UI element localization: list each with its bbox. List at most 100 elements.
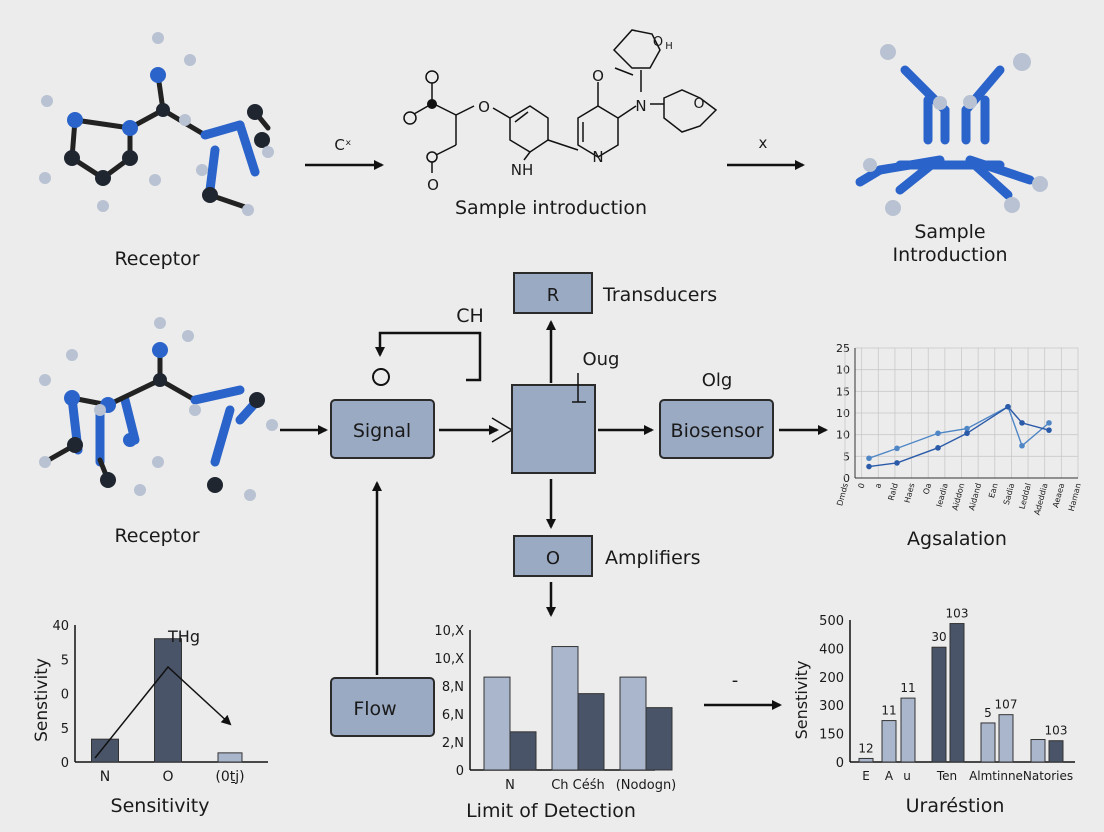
bar	[998, 714, 1014, 763]
bar-data-label: 5	[984, 706, 992, 720]
limit-of-detection-xlabel: Limit of Detection	[466, 800, 636, 822]
y-tick-label: 15	[836, 385, 850, 398]
bar-data-label: 107	[995, 698, 1018, 712]
dash-label: -	[732, 670, 739, 691]
bar	[645, 707, 673, 771]
x-tick-label: O	[162, 769, 173, 785]
bar	[577, 693, 605, 771]
bar-data-label: 11	[900, 681, 915, 695]
atom-n-ring: N	[592, 148, 603, 166]
receptor-molecule-middle	[39, 317, 278, 501]
x-tick-label: Natories	[1023, 769, 1073, 783]
trend-arrow	[94, 665, 232, 759]
y-tick-label: 400	[819, 642, 844, 657]
bar	[949, 623, 965, 763]
y-tick-label: 0	[61, 756, 69, 771]
biosensor-box-label: Biosensor	[671, 420, 764, 442]
y-tick-label: 25	[836, 342, 850, 355]
uraretion-ylabel: Senstivity	[792, 661, 811, 740]
receptor-label-middle: Receptor	[114, 525, 199, 547]
x-tick-label: N	[505, 778, 515, 793]
y-tick-label: 300	[819, 699, 844, 714]
y-tick-label: 5	[61, 722, 69, 737]
atom-o-left: O	[478, 98, 490, 116]
bar-data-label: 30	[931, 630, 946, 644]
signal-box	[330, 399, 435, 459]
bar	[619, 676, 647, 771]
transducers-label: Transducers	[602, 284, 717, 306]
flow-box-label: Flow	[353, 698, 396, 720]
atom-o-bottom: O	[427, 176, 439, 194]
x-tick-label: Aidand	[967, 482, 983, 511]
y-tick-label: 0	[456, 764, 464, 779]
sample-introduction-label: Sample introduction	[455, 197, 647, 219]
bar	[931, 646, 947, 763]
atom-n-mid: N	[635, 97, 646, 115]
biosensor-box	[659, 399, 774, 459]
uraretion-xlabel: Uraréstion	[906, 795, 1005, 817]
x-tick-label: Sadia	[1002, 482, 1016, 506]
arrow-label-x: x	[759, 134, 768, 152]
atom-nh: NH	[511, 161, 534, 179]
x-tick-label: Haes	[903, 482, 917, 504]
data-point	[1046, 420, 1052, 426]
bar	[980, 722, 996, 763]
receptor-molecule-top	[39, 32, 274, 216]
flow-box	[330, 677, 435, 737]
data-point	[1019, 420, 1025, 426]
y-tick-label: 5	[61, 653, 69, 668]
x-tick-label: Leddal	[1017, 482, 1033, 510]
x-tick-label: Aiddon	[951, 482, 967, 511]
series-line	[868, 405, 1050, 468]
y-tick-label: 10,X	[434, 652, 464, 667]
receptor-label-top: Receptor	[114, 248, 199, 270]
x-tick-label: Oa	[922, 482, 934, 495]
x-tick-label: Aeaea	[1051, 482, 1066, 509]
y-tick-label: 6,N	[442, 708, 464, 723]
y-tick-label: 40	[52, 619, 69, 634]
data-point	[964, 430, 970, 437]
y-tick-label: 200	[819, 671, 844, 686]
data-point	[935, 430, 941, 437]
bar	[1048, 740, 1064, 763]
bar-data-label: 103	[946, 607, 969, 621]
bar	[551, 646, 579, 771]
bar-data-label: 103	[1045, 724, 1068, 738]
bar-data-label: 12	[858, 741, 873, 755]
x-tick-label: (Nodogn)	[616, 778, 677, 793]
x-tick-label: a	[873, 482, 883, 489]
atom-h: H	[665, 41, 673, 52]
sample-introduction-right-line2: Introduction	[892, 244, 1007, 266]
bar	[881, 720, 897, 763]
y-tick-label: 10	[836, 407, 850, 420]
x-tick-label: (0ṯj)	[215, 769, 244, 785]
x-tick-label: Almtinne	[969, 769, 1023, 783]
x-tick-label: 0	[857, 482, 867, 489]
signal-box-label: Signal	[353, 420, 411, 442]
x-tick-label: Dmds	[835, 482, 850, 507]
bar	[1030, 739, 1046, 763]
chemical-structure: O O NH N O N O H O	[403, 29, 718, 194]
bar	[217, 752, 243, 763]
y-tick-label: 500	[819, 614, 844, 629]
y-tick-label: 10	[836, 364, 850, 377]
y-tick-label: 5	[843, 450, 850, 463]
sample-introduction-right-line1: Sample	[914, 221, 985, 243]
bar	[509, 731, 537, 771]
bar	[91, 738, 119, 763]
thg-annotation: THg	[167, 627, 200, 646]
atom-o-ring: O	[653, 35, 663, 50]
sensitivity-ylabel: Senstivity	[32, 658, 52, 742]
feedback-loop-arrow	[375, 331, 482, 382]
y-tick-label: 150	[819, 728, 844, 743]
x-tick-label: A	[885, 769, 894, 783]
atom-o-right: O	[693, 96, 704, 112]
x-tick-label: Ieadia	[935, 482, 950, 508]
x-tick-label: N	[100, 769, 110, 785]
o-box-label: O	[546, 548, 560, 569]
ch-label: CH	[456, 305, 484, 327]
x-tick-label: Ch Céśh	[551, 778, 605, 793]
